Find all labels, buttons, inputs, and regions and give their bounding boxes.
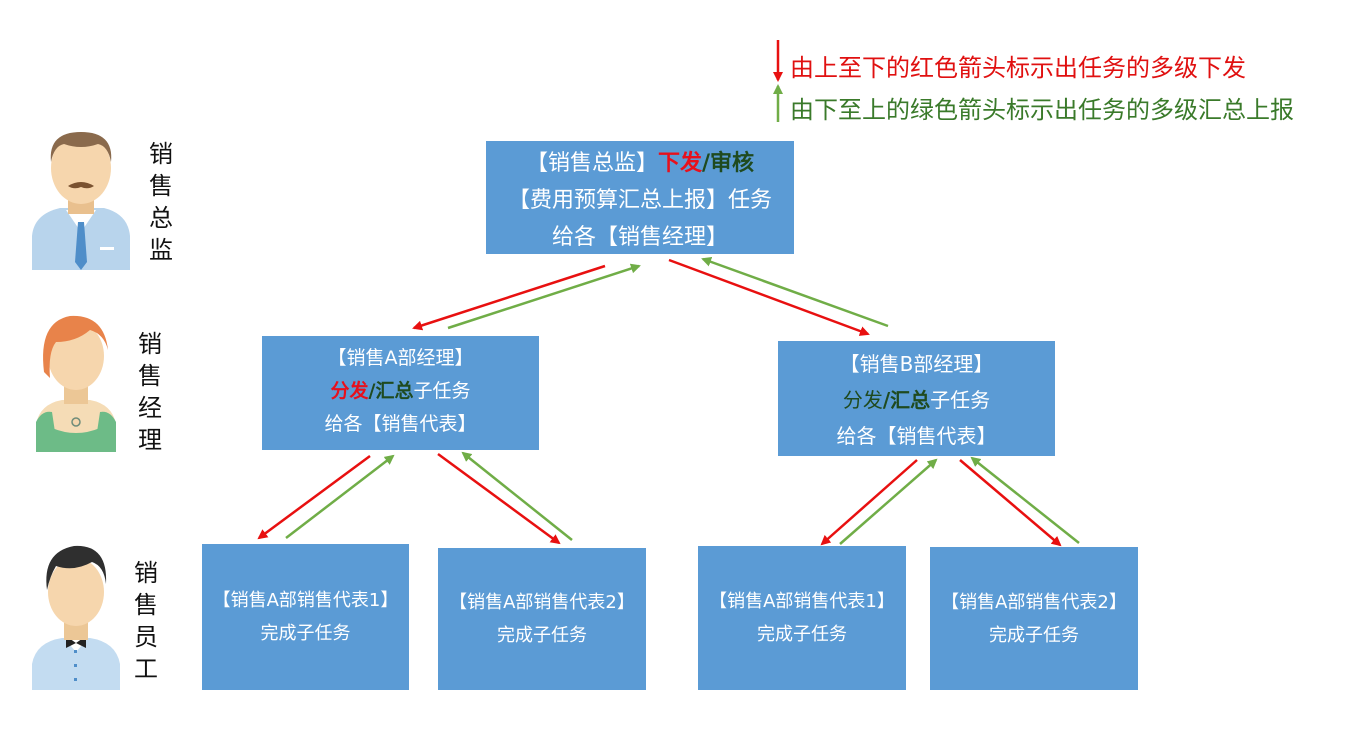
subtask-word: 子任务 [930,388,991,412]
director-label: 【销售总监】 [525,151,658,176]
role-char: 售 [138,362,162,390]
role-char: 售 [149,172,173,200]
slash: / [368,380,376,402]
legend-red-text: 由上至下的红色箭头标示出任务的多级下发 [790,54,1246,82]
rep-title: 【销售A部销售代表2】 [449,592,635,613]
manager-b-line-1: 【销售B部经理】 [839,352,994,376]
rep-task: 完成子任务 [757,624,847,645]
arrow-manager-a-to-rep-2 [437,452,561,545]
role-char: 监 [149,236,173,264]
arrow-manager-a-to-top [447,263,641,330]
role-char: 经 [138,394,162,422]
manager-b-box: 【销售B部经理】 分发/汇总子任务 给各【销售代表】 [778,341,1055,456]
rep-title: 【销售A部销售代表1】 [709,591,895,612]
rep-box-2: 【销售A部销售代表2】 完成子任务 [438,548,646,690]
role-label-staff: 销 售 员 工 [131,557,161,685]
arrow-top-to-manager-a [412,264,606,331]
director-box-line-3: 给各【销售经理】 [551,225,728,250]
director-avatar-icon [32,132,130,270]
arrow-rep-3-to-manager-b [839,458,938,545]
manager-b-line-2: 分发/汇总子任务 [778,382,1055,418]
rep-title: 【销售A部销售代表2】 [941,592,1127,613]
subtask-word: 子任务 [413,380,471,402]
distribute-word: 分发 [330,380,369,402]
director-box-line-2: 【费用预算汇总上报】任务 [507,188,772,213]
role-char: 员 [134,623,158,651]
rep-task: 完成子任务 [260,623,351,644]
legend-green-text: 由下至上的绿色箭头标示出任务的多级汇总上报 [790,96,1294,124]
distribute-word: 分发 [842,388,883,412]
arrow-manager-b-to-rep-4 [959,459,1062,547]
role-char: 销 [149,140,173,168]
arrow-manager-a-to-rep-1 [257,454,371,540]
manager-a-line-2: 分发/汇总子任务 [262,375,539,408]
manager-a-box: 【销售A部经理】 分发/汇总子任务 给各【销售代表】 [262,336,539,450]
arrow-rep-4-to-manager-b [970,456,1080,544]
review-word: 审核 [710,151,755,176]
rep-box-1: 【销售A部销售代表1】 完成子任务 [202,544,409,690]
manager-avatar-icon [36,315,116,452]
rep-task: 完成子任务 [989,625,1079,646]
staff-avatar-icon [32,545,120,690]
role-char: 理 [138,426,162,454]
role-char: 销 [138,330,162,358]
slash: / [701,151,711,176]
role-char: 工 [134,655,158,683]
summarize-word: 汇总 [890,388,931,412]
manager-b-line-3: 给各【销售代表】 [836,424,997,448]
arrow-rep-2-to-manager-a [461,451,573,541]
arrow-manager-b-to-rep-3 [820,459,918,546]
manager-a-line-3: 给各【销售代表】 [324,413,477,435]
arrow-top-to-manager-b [668,258,870,336]
rep-task: 完成子任务 [497,625,587,646]
director-task-box: 【销售总监】下发/审核 【费用预算汇总上报】任务 给各【销售经理】 [486,141,794,254]
role-label-manager: 销 售 经 理 [135,328,165,456]
arrow-rep-1-to-manager-a [285,454,395,539]
rep-box-4: 【销售A部销售代表2】 完成子任务 [930,547,1138,690]
rep-title: 【销售A部销售代表1】 [212,590,399,611]
role-char: 销 [134,559,158,587]
arrow-manager-b-to-top [701,257,889,328]
role-label-director: 销 售 总 监 [146,138,176,266]
rep-box-3: 【销售A部销售代表1】 完成子任务 [698,546,906,690]
director-box-line-1: 【销售总监】下发/审核 [486,145,794,182]
manager-a-line-1: 【销售A部经理】 [327,347,474,369]
role-char: 总 [149,204,173,232]
role-char: 售 [134,591,158,619]
slash: / [882,388,891,412]
dispatch-word: 下发 [657,151,702,176]
summarize-word: 汇总 [375,380,414,402]
